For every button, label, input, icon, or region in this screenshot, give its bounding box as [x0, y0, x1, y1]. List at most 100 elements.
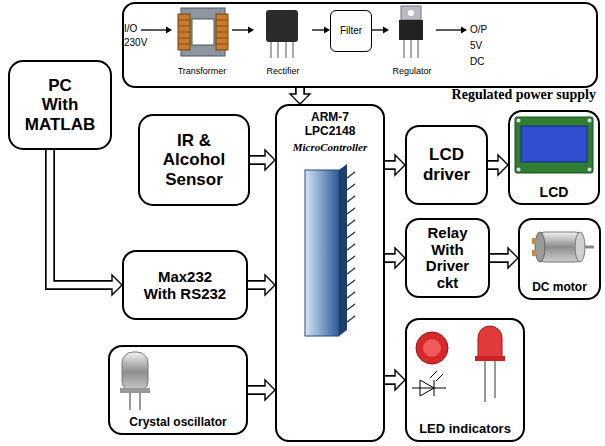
- transformer-picture: [178, 8, 228, 56]
- arrow-shaft: [232, 29, 248, 30]
- transformer-part: Transformer: [172, 4, 232, 78]
- flow-arrow: [372, 27, 389, 34]
- max232-box: Max232 With RS232: [122, 250, 248, 320]
- transformer-picture: [178, 20, 228, 44]
- led-picture: [475, 356, 505, 361]
- arrow-hollow: [490, 255, 510, 262]
- block-label: Regulator: [392, 66, 431, 76]
- chip-picture: [305, 164, 355, 336]
- motor-picture: [532, 232, 594, 262]
- block-label: Transformer: [178, 66, 227, 76]
- block-label: LED indicators: [419, 422, 511, 437]
- pc-box: PC With MATLAB: [8, 60, 112, 150]
- arrow-head: [248, 27, 254, 34]
- input-arrow: [141, 27, 172, 34]
- flow-arrow: [490, 248, 518, 268]
- block-label: Max232 With RS232: [142, 268, 229, 303]
- arrow-hollow: [297, 88, 304, 96]
- lcd-picture: [517, 168, 521, 172]
- flow-arrow: [488, 155, 508, 175]
- lcd-picture: [588, 168, 592, 172]
- led-picture: [430, 371, 443, 396]
- output-arrow: [436, 27, 467, 34]
- rectifier-picture: [266, 10, 298, 42]
- regulator-picture: [404, 40, 418, 58]
- lcd-picture: [515, 117, 593, 173]
- arrow-hollow: [250, 157, 267, 164]
- output-arrow: [436, 29, 461, 30]
- microcontroller-box: ARM-7 LPC2148MicroController: [275, 104, 385, 442]
- rectifier-picture: [271, 42, 293, 58]
- motor-picture: [540, 232, 580, 262]
- rectifier-picture: [266, 10, 298, 58]
- crystal-box: Crystal oscillator: [108, 345, 248, 435]
- arrow-hollow: [385, 255, 397, 262]
- io-label: I/O 230V: [124, 22, 154, 49]
- filter-box: Filter: [330, 10, 372, 52]
- power-supply-panel: TransformerRectifierFilterRegulatorRegul…: [122, 2, 598, 88]
- flow-arrow: [385, 155, 405, 175]
- block-label: LCD: [540, 184, 569, 200]
- chip-picture: [305, 170, 339, 336]
- arrow-hollow: [385, 377, 397, 384]
- crystal-picture: [120, 352, 150, 410]
- flow-arrow: [385, 370, 405, 390]
- input-arrow: [141, 29, 166, 30]
- crystal-picture: [122, 352, 148, 392]
- arrow-shaft: [50, 150, 112, 285]
- flow-arrow: [248, 380, 275, 400]
- led-picture: [412, 326, 505, 402]
- arrow-hollow: [50, 150, 114, 285]
- flow-arrow: [50, 150, 122, 295]
- arrow-hollow: [385, 162, 397, 169]
- arrow-head: [383, 27, 389, 34]
- rectifier-part: Rectifier: [254, 4, 312, 78]
- crystal-picture: [130, 393, 140, 410]
- block-label: ARM-7 LPC2148: [295, 111, 365, 139]
- arrow-shaft: [372, 29, 383, 30]
- arrow-hollow: [488, 162, 500, 169]
- flow-arrow: [312, 27, 330, 34]
- led-picture: [478, 326, 502, 358]
- lcd-picture: [515, 117, 593, 173]
- block-label: DC motor: [532, 281, 587, 295]
- motor-picture: [575, 232, 585, 262]
- led-picture: [416, 332, 448, 364]
- motor-picture: [585, 246, 594, 249]
- flow-arrow: [290, 88, 310, 104]
- regulator-part: Regulator: [389, 4, 435, 78]
- block-label: Relay With Driver ckt: [410, 225, 485, 291]
- panel-heading: Regulated power supply: [452, 87, 596, 103]
- motor-picture: [535, 232, 545, 262]
- output-arrow: [461, 27, 467, 34]
- block-label: Rectifier: [266, 66, 299, 76]
- lcd-box: LCD: [508, 110, 600, 205]
- lcd-picture: [521, 126, 587, 162]
- flow-arrow: [232, 27, 254, 34]
- regulator-picture: [408, 10, 414, 16]
- led-picture: [485, 361, 495, 402]
- flow-arrow: [248, 275, 275, 295]
- block-label: LCD driver: [411, 145, 482, 184]
- block-label: MicroController: [293, 141, 368, 154]
- motor-picture: [532, 250, 536, 256]
- sensor-box: IR & Alcohol Sensor: [138, 114, 250, 206]
- led-picture: [423, 339, 441, 357]
- relay-box: Relay With Driver ckt: [405, 218, 490, 298]
- input-arrow: [166, 27, 172, 34]
- regulator-picture: [399, 6, 423, 58]
- io-label: O/P 5V DC: [470, 22, 494, 70]
- block-label: PC With MATLAB: [14, 76, 106, 135]
- led-box: LED indicators: [405, 318, 525, 442]
- led-picture: [412, 388, 446, 389]
- block-label: Crystal oscillator: [129, 416, 226, 430]
- chip-picture: [339, 164, 347, 336]
- flow-arrow: [385, 248, 405, 268]
- arrow-hollow: [248, 282, 267, 289]
- driver-box: LCD driver: [405, 125, 488, 205]
- crystal-picture: [120, 388, 150, 393]
- lcd-picture: [517, 119, 521, 123]
